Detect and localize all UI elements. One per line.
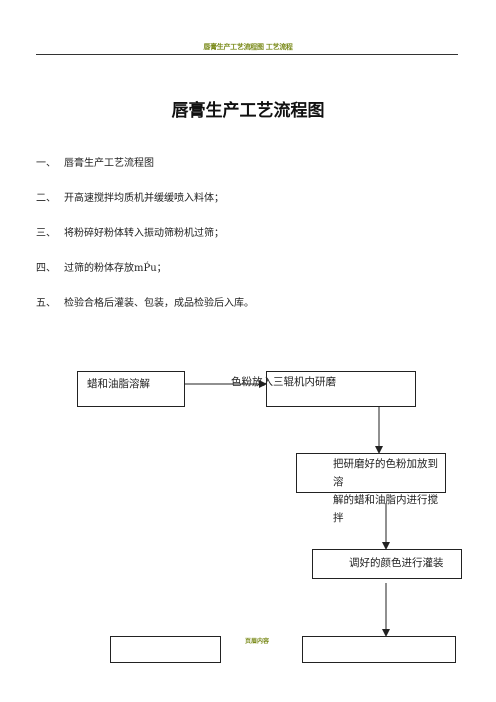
header-rule [36, 54, 458, 55]
flow-box-grind-label: 色粉放入三辊机内研磨 [231, 376, 336, 388]
flow-box-label: 解的蜡和油脂内进行搅拌 [333, 494, 438, 524]
flow-box-dissolve: 蜡和油脂溶解 [77, 371, 185, 407]
flow-box-fill: 调好的颜色进行灌装 [312, 549, 462, 579]
document-title: 唇膏生产工艺流程图 [171, 101, 325, 121]
flow-box-empty-left [110, 636, 221, 663]
list-text: 检验合格后灌装、包装，成品检验后入库。 [64, 298, 254, 309]
list-text: 将粉碎好粉体转入振动筛粉机过筛； [64, 228, 224, 239]
page-header: 唇膏生产工艺流程图 工艺流程 [203, 43, 293, 51]
flow-box-label: 把研磨好的色粉加放到溶 [333, 458, 438, 488]
list-number: 五、 [36, 298, 56, 309]
flow-box-label: 调好的颜色进行灌装 [349, 557, 444, 569]
flow-box-empty-right [302, 636, 456, 663]
flow-box-label: 蜡和油脂溶解 [87, 378, 150, 390]
list-text: 过筛的粉体存放mṔu； [64, 263, 167, 274]
footer-mark: 页眉内容 [245, 638, 270, 645]
flow-box-mix: 把研磨好的色粉加放到溶 解的蜡和油脂内进行搅拌 [296, 453, 446, 524]
flow-box-grind [266, 371, 416, 407]
list-number: 一、 [36, 158, 56, 169]
list-text: 唇膏生产工艺流程图 [64, 158, 154, 169]
list-number: 二、 [36, 193, 56, 204]
list-number: 三、 [36, 228, 56, 239]
list-number: 四、 [36, 263, 56, 274]
list-text: 开高速搅拌均质机并缓缓喷入料体； [64, 193, 224, 204]
